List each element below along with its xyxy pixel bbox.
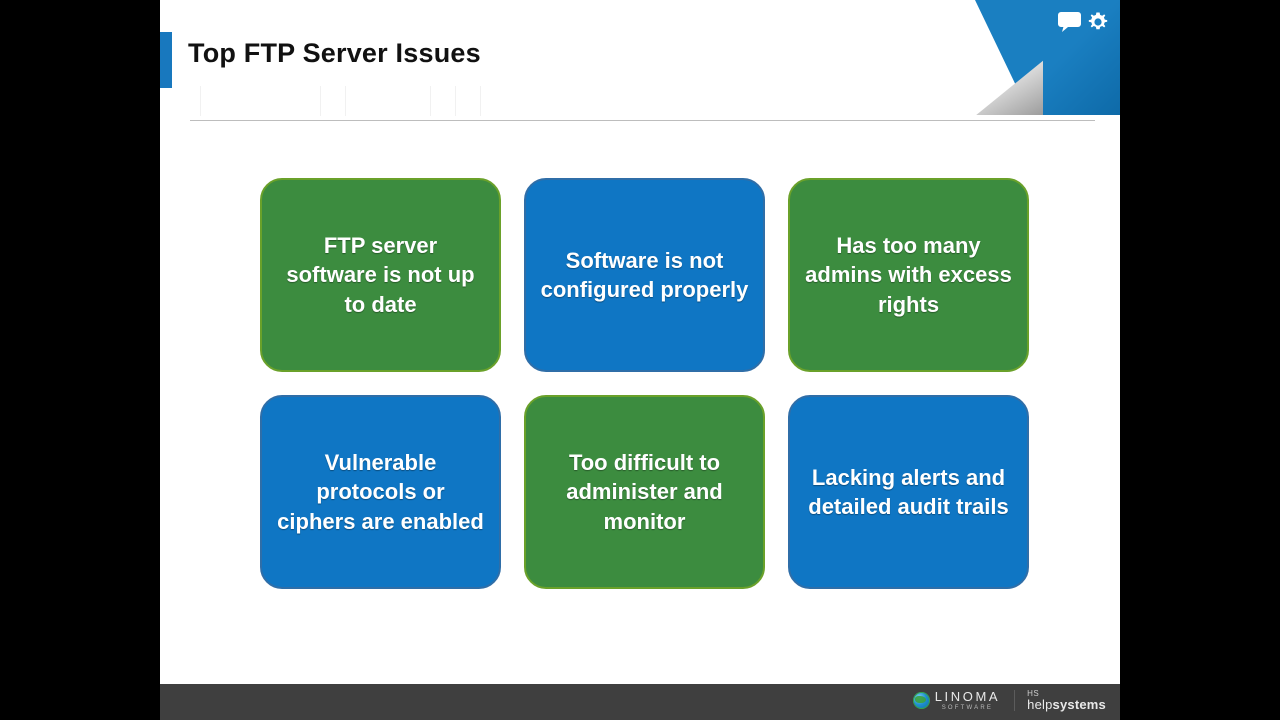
slide-canvas: Top FTP Server Issues <box>160 0 1120 684</box>
issues-row-1: FTP server software is not up to date So… <box>260 178 1030 372</box>
issue-box-4: Vulnerable protocols or ciphers are enab… <box>260 395 501 589</box>
footer-logos: LINOMA SOFTWARE HS helpsystems <box>912 689 1106 711</box>
ghost-line <box>455 86 456 116</box>
issue-box-3: Has too many admins with excess rights <box>788 178 1029 372</box>
corner-fold-graphic <box>975 0 1120 115</box>
helpsystems-mark: HS <box>1027 689 1040 698</box>
title-accent-bar <box>160 32 172 88</box>
issue-box-6: Lacking alerts and detailed audit trails <box>788 395 1029 589</box>
linoma-subtitle: SOFTWARE <box>941 705 994 711</box>
ghost-line <box>480 86 481 116</box>
linoma-name: LINOMA <box>934 689 1001 704</box>
slide-footer: LINOMA SOFTWARE HS helpsystems <box>160 684 1120 720</box>
helpsystems-logo: HS helpsystems <box>1014 690 1106 711</box>
issue-box-1: FTP server software is not up to date <box>260 178 501 372</box>
issue-box-5: Too difficult to administer and monitor <box>524 395 765 589</box>
title-divider <box>190 120 1095 121</box>
ghost-line <box>320 86 321 116</box>
chat-icon <box>1058 10 1084 34</box>
issue-box-2: Software is not configured properly <box>524 178 765 372</box>
gear-icon <box>1086 10 1110 34</box>
issues-row-2: Vulnerable protocols or ciphers are enab… <box>260 395 1030 589</box>
ghost-line <box>345 86 346 116</box>
helpsystems-name-bold: systems <box>1052 697 1106 712</box>
linoma-logo: LINOMA SOFTWARE <box>912 689 1001 711</box>
globe-icon <box>912 692 930 709</box>
ghost-line <box>200 86 201 116</box>
page-title: Top FTP Server Issues <box>188 38 481 68</box>
issues-grid: FTP server software is not up to date So… <box>260 178 1030 612</box>
helpsystems-name-light: help <box>1027 697 1053 712</box>
ghost-line <box>430 86 431 116</box>
